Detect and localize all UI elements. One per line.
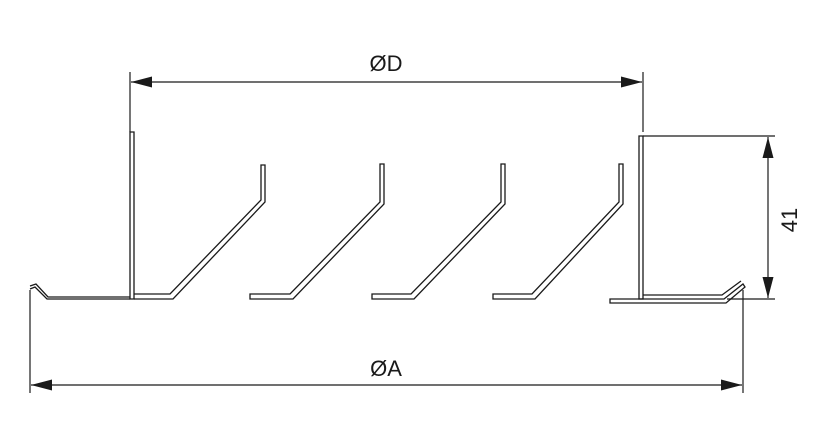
arrowhead-h-bottom [762, 277, 774, 298]
left-flange-lip [29, 283, 130, 298]
dimension-diameter-d: ØD [129, 51, 644, 132]
blade-4 [492, 163, 624, 300]
blade-1 [134, 164, 266, 300]
label-diameter-a: ØA [370, 356, 402, 381]
blade-3 [371, 163, 506, 300]
blade-2 [249, 163, 385, 300]
dimension-diameter-a: ØA [29, 290, 744, 393]
right-flange [609, 283, 746, 304]
arrowhead-d-right [621, 76, 642, 88]
grille-profile [29, 131, 746, 304]
label-diameter-d: ØD [370, 51, 403, 76]
right-flange-top [643, 280, 742, 296]
label-height: 41 [777, 208, 802, 232]
arrowhead-a-left [31, 379, 52, 391]
left-frame-wall [129, 131, 135, 300]
dimension-height: 41 [643, 135, 802, 300]
arrowhead-h-top [762, 137, 774, 158]
right-frame-wall [638, 135, 644, 300]
arrowhead-a-right [721, 379, 742, 391]
arrowhead-d-left [131, 76, 152, 88]
left-flange-lip-inner [29, 286, 130, 300]
